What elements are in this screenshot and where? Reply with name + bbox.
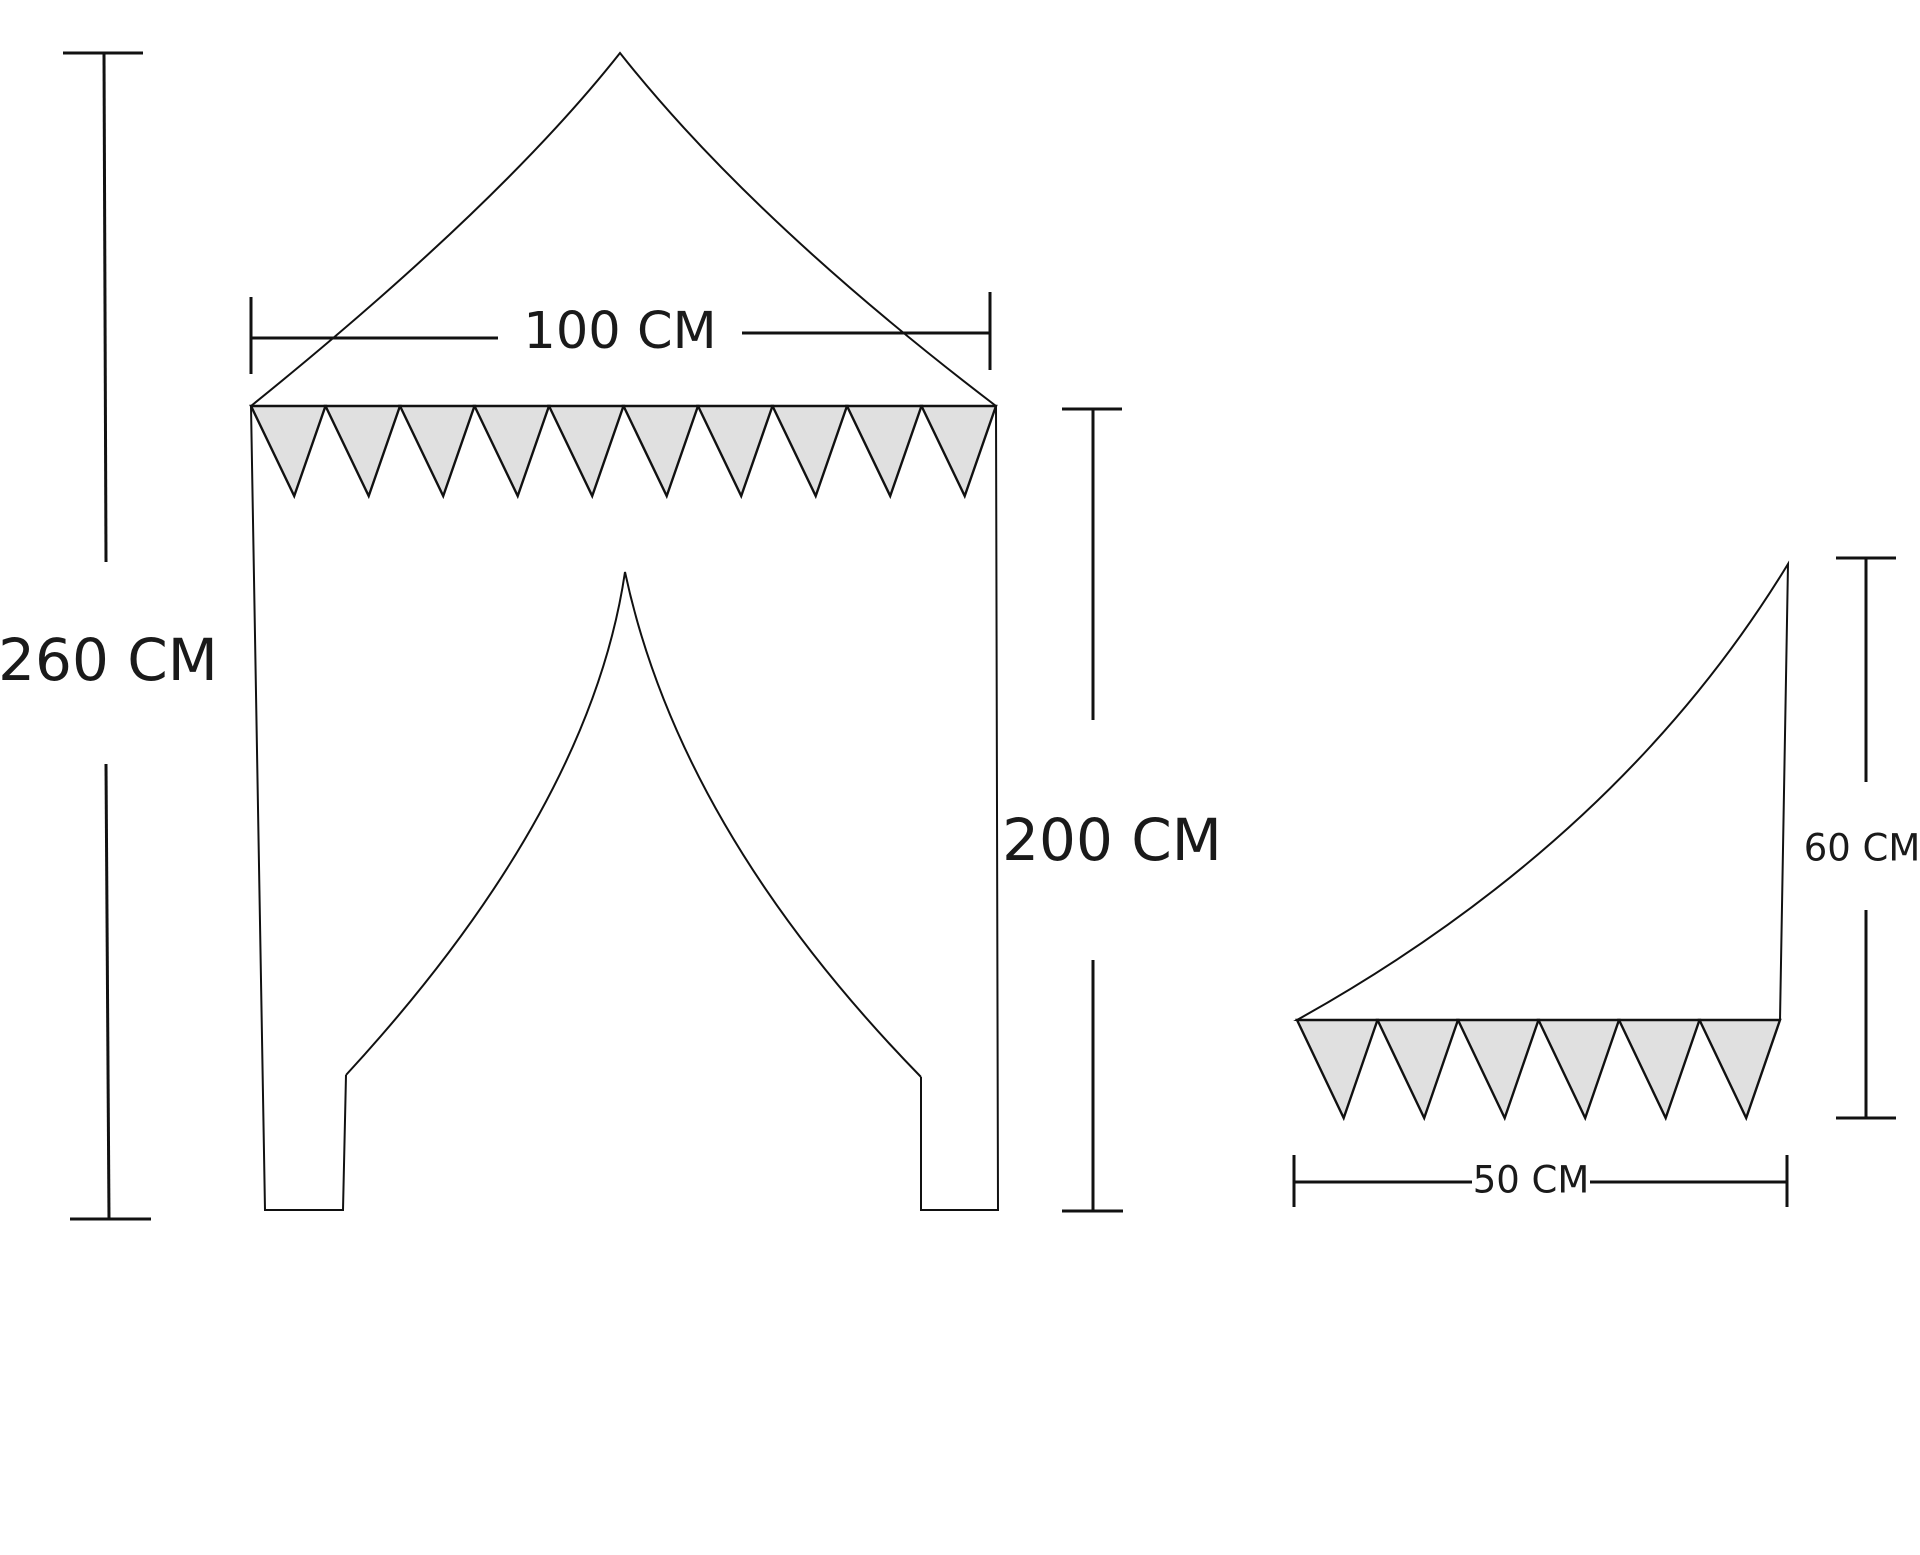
dim-200-label: 200 CM bbox=[1002, 806, 1222, 874]
dim-60-label: 60 CM bbox=[1804, 827, 1920, 870]
front-roof-outline bbox=[250, 51, 997, 407]
dim-100-label: 100 CM bbox=[523, 302, 716, 361]
dimension-260cm: 260 CM bbox=[0, 51, 218, 1221]
side-pennant bbox=[1536, 1018, 1621, 1122]
side-sail-outline bbox=[1293, 560, 1790, 1021]
dim-260-lower-line bbox=[104, 763, 111, 1220]
side-pennant bbox=[1295, 1018, 1380, 1122]
front-pennant bbox=[919, 404, 998, 500]
front-panel bbox=[249, 51, 1000, 1211]
dim-260-label: 260 CM bbox=[0, 626, 218, 694]
front-pennant bbox=[696, 404, 775, 500]
front-pennant bbox=[249, 404, 328, 500]
front-door-arch bbox=[345, 571, 922, 1078]
front-right-wall bbox=[920, 405, 1000, 1211]
front-pennant bbox=[770, 404, 849, 500]
front-pennant bbox=[323, 404, 402, 500]
front-pennant bbox=[845, 404, 924, 500]
side-pennant-row bbox=[1295, 1018, 1782, 1122]
front-pennant-row bbox=[249, 404, 998, 500]
side-panel bbox=[1293, 560, 1790, 1122]
front-pennant bbox=[547, 404, 626, 500]
side-pennant bbox=[1456, 1018, 1541, 1122]
dimension-100cm: 100 CM bbox=[249, 292, 992, 374]
front-pennant bbox=[398, 404, 477, 500]
dim-50-label: 50 CM bbox=[1473, 1159, 1590, 1202]
dimension-200cm: 200 CM bbox=[1002, 407, 1222, 1213]
dimension-60cm: 60 CM bbox=[1804, 556, 1920, 1120]
dim-260-upper-line bbox=[102, 52, 108, 563]
side-pennant bbox=[1375, 1018, 1460, 1122]
front-pennant bbox=[472, 404, 551, 500]
side-pennant bbox=[1697, 1018, 1782, 1122]
front-pennant bbox=[621, 404, 700, 500]
side-pennant bbox=[1617, 1018, 1702, 1122]
dimension-50cm: 50 CM bbox=[1292, 1155, 1789, 1207]
front-left-wall bbox=[250, 405, 347, 1211]
